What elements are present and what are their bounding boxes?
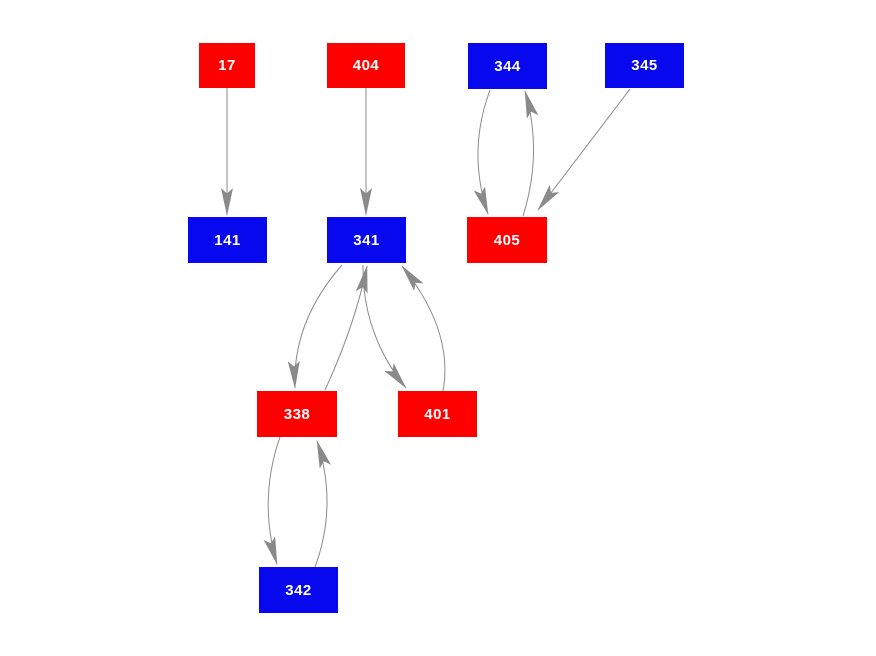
node-342: 342 <box>259 567 338 613</box>
node-405: 405 <box>467 217 547 263</box>
edge-341-to-338 <box>287 264 343 389</box>
node-401: 401 <box>398 391 477 437</box>
edge-405-to-344 <box>522 90 539 217</box>
edge-342-to-338 <box>314 440 332 568</box>
node-338: 338 <box>257 391 337 437</box>
edge-341-to-401 <box>362 264 407 389</box>
node-141: 141 <box>188 217 267 263</box>
edge-345-to-405 <box>537 88 631 211</box>
edge-338-to-341 <box>324 265 368 391</box>
node-345: 345 <box>605 43 684 88</box>
edge-401-to-341 <box>401 265 446 392</box>
node-17: 17 <box>199 43 255 88</box>
edge-344-to-405 <box>473 89 491 215</box>
edge-338-to-342 <box>263 436 281 565</box>
node-404: 404 <box>327 43 405 88</box>
node-341: 341 <box>327 217 406 263</box>
node-344: 344 <box>468 43 547 89</box>
